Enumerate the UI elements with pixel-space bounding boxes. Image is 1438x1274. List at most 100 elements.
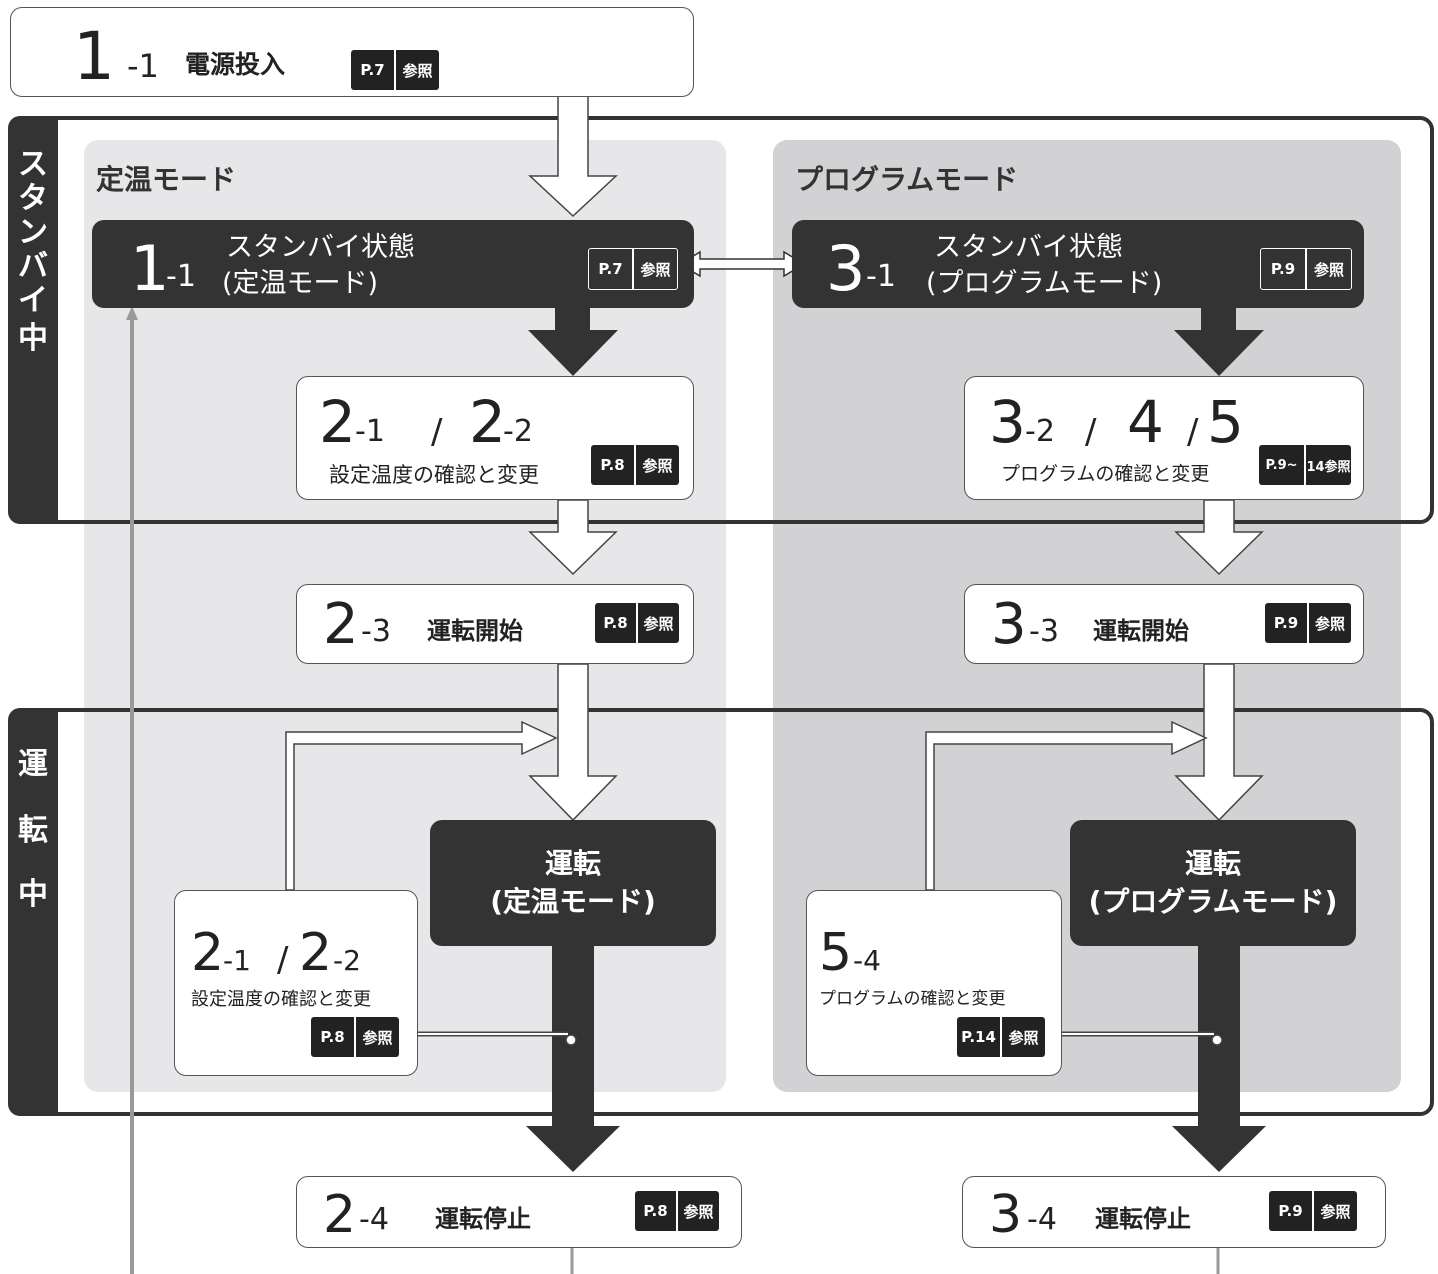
program-change-box: 5 -4 プログラムの確認と変更 P.14 参照 <box>806 890 1062 1076</box>
constant-stop-step-sub: -4 <box>359 1202 389 1237</box>
constant-start-ref-word: 参照 <box>643 614 674 633</box>
constant-setting-num-a: 2 <box>319 388 356 456</box>
arrow-right-start-to-run <box>1174 663 1264 822</box>
program-start-step-sub: -3 <box>1029 614 1059 649</box>
arrow-right-run-to-stop <box>1172 944 1266 1172</box>
standby-sidebar: ス タ ン バ イ 中 <box>8 116 58 524</box>
constant-setting-ref-page: P.8 <box>600 456 625 474</box>
arrow-left-standby-to-setting <box>528 306 618 376</box>
program-standby-step-number: 3 <box>826 232 866 305</box>
program-setting-box: 3 -2 / 4 / 5 プログラムの確認と変更 P.9~ 14参照 <box>964 376 1364 500</box>
arrow-right-setting-to-start <box>1174 499 1264 576</box>
constant-change-sub-b: -2 <box>333 944 361 977</box>
loop-right-outline <box>925 720 1208 891</box>
constant-change-num-b: 2 <box>299 923 333 983</box>
program-standby-box: 3 -1 スタンバイ状態 (プログラムモード) P.9 参照 <box>792 220 1364 308</box>
program-standby-ref-word: 参照 <box>1313 260 1344 279</box>
standby-sidebar-char-4: バ <box>18 249 48 284</box>
standby-sidebar-char-1: ス <box>18 147 48 182</box>
program-standby-line1: スタンバイ状態 <box>934 232 1123 263</box>
program-run-line1: 運転 <box>1184 847 1241 880</box>
running-sidebar: 運 転 中 <box>8 708 58 1116</box>
program-start-step-number: 3 <box>991 592 1027 657</box>
constant-setting-sub-b: -2 <box>503 414 533 449</box>
constant-change-slash: / <box>277 940 289 980</box>
program-setting-num-c: 5 <box>1207 388 1244 456</box>
constant-standby-line2: (定温モード) <box>222 268 379 299</box>
power-on-ref-page: P.7 <box>360 61 385 79</box>
constant-change-ref-page: P.8 <box>320 1028 345 1046</box>
running-sidebar-char-1: 運 <box>18 747 48 782</box>
constant-start-box: 2 -3 運転開始 P.8 参照 <box>296 584 694 664</box>
program-setting-ref-word: 14参照 <box>1306 459 1351 475</box>
constant-start-ref-badge: P.8 参照 <box>595 603 679 643</box>
program-standby-ref-badge: P.9 参照 <box>1260 248 1352 290</box>
program-start-box: 3 -3 運転開始 P.9 参照 <box>964 584 1364 664</box>
constant-run-line2: (定温モード) <box>490 885 656 918</box>
constant-change-sub-a: -1 <box>223 944 251 977</box>
constant-standby-ref-word: 参照 <box>640 260 671 279</box>
program-run-line2: (プログラムモード) <box>1088 885 1338 918</box>
program-setting-num-a: 3 <box>989 388 1026 456</box>
program-standby-line2: (プログラムモード) <box>926 268 1163 299</box>
constant-stop-label: 運転停止 <box>435 1205 531 1233</box>
arrow-power-to-standby <box>528 95 618 218</box>
constant-setting-num-b: 2 <box>469 388 506 456</box>
program-stop-step-sub: -4 <box>1027 1202 1057 1237</box>
running-sidebar-char-3: 中 <box>18 877 48 912</box>
program-stop-box: 3 -4 運転停止 P.9 参照 <box>962 1176 1386 1248</box>
program-setting-ref-badge: P.9~ 14参照 <box>1259 445 1351 485</box>
constant-setting-box: 2 -1 / 2 -2 設定温度の確認と変更 P.8 参照 <box>296 376 694 500</box>
program-mode-title: プログラムモード <box>795 163 1019 196</box>
constant-setting-desc: 設定温度の確認と変更 <box>329 463 539 487</box>
constant-standby-box: 1 -1 スタンバイ状態 (定温モード) P.7 参照 <box>92 220 694 308</box>
program-stop-ref-word: 参照 <box>1320 1202 1351 1221</box>
constant-change-box: 2 -1 / 2 -2 設定温度の確認と変更 P.8 参照 <box>174 890 418 1076</box>
program-stop-step-number: 3 <box>989 1185 1023 1245</box>
program-change-ref-badge: P.14 参照 <box>957 1017 1045 1057</box>
power-on-label: 電源投入 <box>185 50 286 79</box>
program-setting-num-b: 4 <box>1127 388 1164 456</box>
arrow-left-run-to-stop <box>526 944 620 1172</box>
constant-standby-step-number: 1 <box>130 232 170 305</box>
constant-stop-box: 2 -4 運転停止 P.8 参照 <box>296 1176 742 1248</box>
loop-left-outline <box>285 720 558 891</box>
constant-setting-slash: / <box>431 412 443 452</box>
constant-stop-ref-page: P.8 <box>643 1202 668 1220</box>
arrow-left-start-to-run <box>528 663 618 822</box>
program-change-ref-word: 参照 <box>1008 1028 1039 1047</box>
constant-standby-ref-badge: P.7 参照 <box>588 248 678 290</box>
constant-setting-ref-badge: P.8 参照 <box>591 445 679 485</box>
standby-sidebar-char-3: ン <box>18 215 48 250</box>
standby-sidebar-char-5: イ <box>18 283 48 318</box>
program-setting-slash-1: / <box>1085 412 1097 452</box>
program-stop-label: 運転停止 <box>1095 1205 1191 1233</box>
constant-start-label: 運転開始 <box>427 617 523 645</box>
program-stop-ref-page: P.9 <box>1278 1202 1303 1220</box>
constant-standby-line1: スタンバイ状態 <box>226 232 415 263</box>
constant-start-step-number: 2 <box>323 592 359 657</box>
constant-change-ref-badge: P.8 参照 <box>311 1017 399 1057</box>
program-start-ref-word: 参照 <box>1314 614 1345 633</box>
program-setting-desc: プログラムの確認と変更 <box>1001 463 1210 485</box>
constant-start-ref-page: P.8 <box>603 614 628 632</box>
power-on-step-sub: -1 <box>127 47 159 85</box>
power-on-box: 1 -1 電源投入 P.7 参照 <box>10 7 694 97</box>
constant-run-box: 運転 (定温モード) <box>430 820 716 946</box>
constant-run-line1: 運転 <box>544 847 601 880</box>
program-start-ref-page: P.9 <box>1273 614 1299 632</box>
running-sidebar-char-2: 転 <box>18 813 48 848</box>
program-change-ref-page: P.14 <box>961 1028 996 1046</box>
constant-start-step-sub: -3 <box>361 614 391 649</box>
program-change-desc: プログラムの確認と変更 <box>819 989 1006 1009</box>
program-start-label: 運転開始 <box>1093 617 1189 645</box>
constant-stop-step-number: 2 <box>323 1185 357 1245</box>
program-standby-ref-page: P.9 <box>1270 260 1296 278</box>
program-setting-slash-2: / <box>1187 412 1199 452</box>
constant-setting-ref-word: 参照 <box>642 456 673 475</box>
program-change-step-sub: -4 <box>853 944 881 977</box>
program-stop-ref-badge: P.9 参照 <box>1269 1191 1357 1231</box>
constant-change-desc: 設定温度の確認と変更 <box>191 989 371 1010</box>
constant-change-ref-word: 参照 <box>362 1028 393 1047</box>
